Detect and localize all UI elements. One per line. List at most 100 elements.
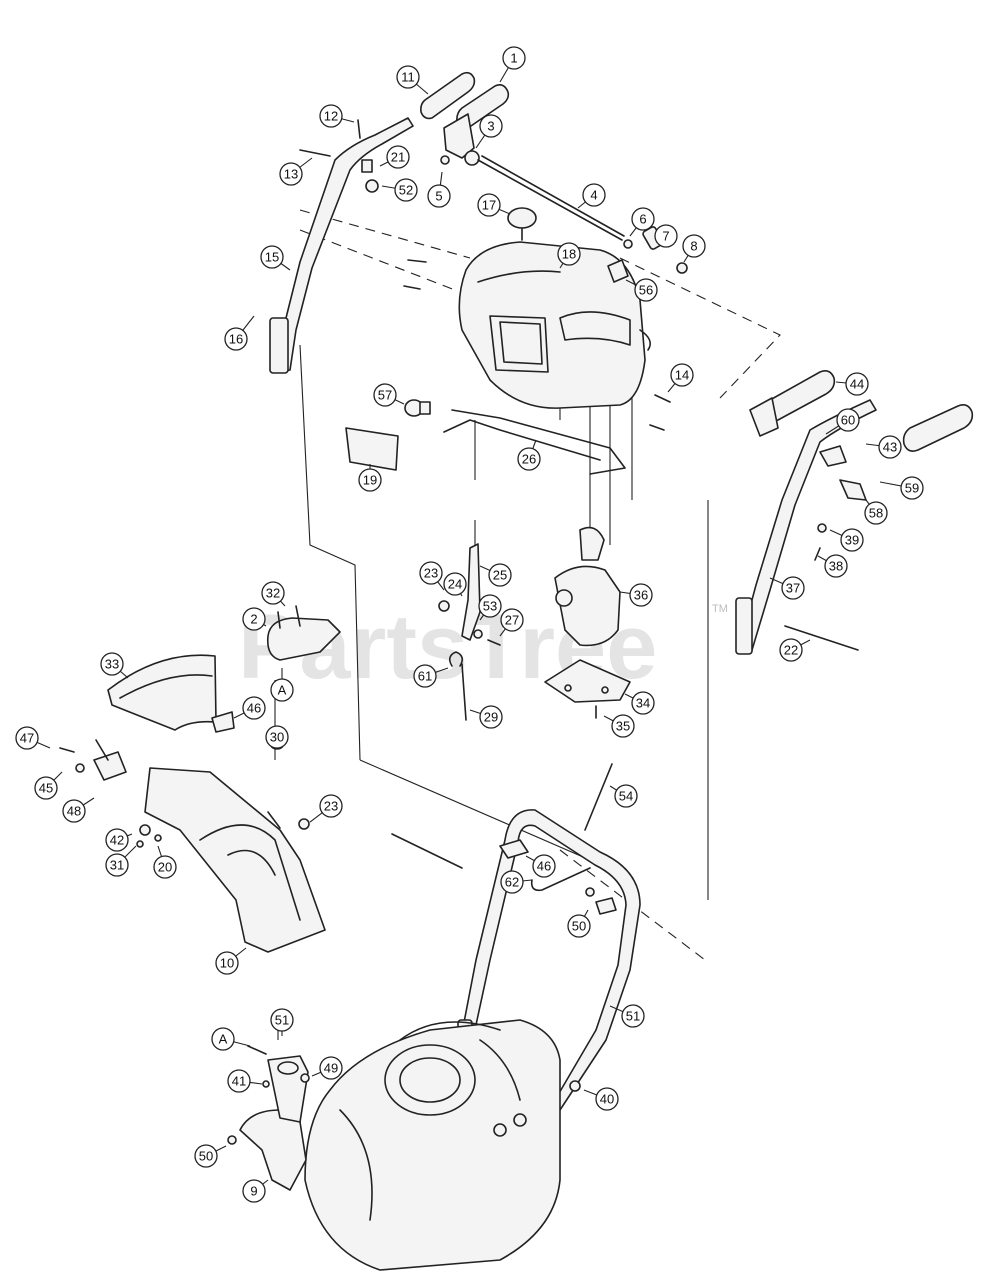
callout-number: 50 (199, 1149, 213, 1164)
callout-circle (500, 608, 524, 632)
callout-number: 22 (784, 643, 798, 658)
right-handle-grip-end (902, 404, 974, 452)
callout-47: 47 (15, 726, 51, 750)
trigger-parts (814, 445, 867, 561)
callout-circle (105, 828, 129, 852)
callout-58: 58 (864, 499, 888, 525)
bracket-34 (544, 659, 631, 719)
callout-9: 9 (242, 1179, 269, 1203)
callout-circle (413, 664, 437, 688)
callout-51: 51 (609, 1004, 645, 1028)
callout-circle (631, 691, 655, 715)
callout-number: 25 (493, 568, 507, 583)
callout-number: 15 (265, 250, 279, 265)
callout-12: 12 (319, 104, 355, 128)
callout-number: A (278, 683, 287, 698)
callout-number: 38 (829, 559, 843, 574)
callout-30: 30 (265, 725, 289, 749)
callout-circle (567, 914, 591, 938)
callout-number: 52 (399, 183, 413, 198)
callout-53: 53 (478, 594, 502, 621)
callout-circle (557, 242, 581, 266)
callout-A: A (270, 678, 294, 702)
callout-number: 48 (67, 804, 81, 819)
chute-control-36 (554, 526, 621, 647)
callout-circle (779, 638, 803, 662)
callout-circle (781, 576, 805, 600)
callout-45: 45 (34, 771, 63, 800)
callout-35: 35 (603, 714, 635, 738)
callout-number: 56 (639, 283, 653, 298)
callout-46: 46 (525, 854, 556, 878)
callout-circle (840, 528, 864, 552)
callout-number: 14 (675, 368, 689, 383)
callout-circle (878, 435, 902, 459)
callout-17: 17 (477, 193, 511, 217)
callout-number: 30 (270, 730, 284, 745)
callout-50: 50 (194, 1144, 227, 1168)
deflector-33 (107, 654, 217, 731)
callout-circle (15, 726, 39, 750)
callout-number: 8 (690, 239, 697, 254)
callout-number: 59 (905, 481, 919, 496)
chute-side-parts (59, 711, 310, 848)
handle-frame-small-parts (499, 839, 617, 1092)
callout-number: 43 (883, 440, 897, 455)
callout-38: 38 (817, 554, 848, 578)
callout-46: 46 (233, 696, 266, 720)
callout-31: 31 (105, 845, 137, 877)
callout-32: 32 (261, 581, 286, 607)
callout-circle (631, 207, 655, 231)
callout-52: 52 (381, 178, 418, 202)
callout-number: 46 (247, 701, 261, 716)
callout-circle (242, 696, 266, 720)
callout-number: 37 (786, 581, 800, 596)
callout-8: 8 (682, 234, 706, 263)
screw-14 (649, 394, 671, 431)
callout-number: 18 (562, 247, 576, 262)
callout-circle (279, 162, 303, 186)
callout-circle (358, 468, 382, 492)
callout-5: 5 (427, 171, 451, 208)
callout-number: 10 (220, 956, 234, 971)
callout-circle (478, 594, 502, 618)
callout-number: 17 (482, 198, 496, 213)
callout-50: 50 (567, 909, 591, 938)
callout-circle (845, 372, 869, 396)
callout-number: 4 (590, 188, 597, 203)
callout-23: 23 (419, 561, 445, 591)
dash-panel (458, 241, 651, 409)
callout-4: 4 (577, 183, 606, 209)
callout-42: 42 (105, 828, 133, 852)
callout-circle (265, 725, 289, 749)
callout-40: 40 (583, 1087, 619, 1111)
callout-14: 14 (667, 363, 694, 393)
callout-number: 47 (20, 731, 34, 746)
callout-3: 3 (475, 114, 503, 149)
callout-41: 41 (227, 1069, 263, 1093)
callout-circle (500, 870, 524, 894)
callout-number: 23 (324, 799, 338, 814)
callout-number: 57 (378, 388, 392, 403)
callout-circle (215, 951, 239, 975)
callout-circle (396, 65, 420, 89)
callout-circle (479, 705, 503, 729)
callout-circle (419, 561, 443, 585)
callout-24: 24 (443, 572, 467, 597)
plate-25 (438, 543, 501, 721)
callout-number: 51 (275, 1013, 289, 1028)
callout-circle (153, 855, 177, 879)
callout-circle (386, 145, 410, 169)
callout-number: 6 (639, 212, 646, 227)
callout-circle (517, 447, 541, 471)
left-handle-grip (420, 71, 476, 120)
callout-23: 23 (309, 794, 343, 823)
callout-number: 19 (363, 473, 377, 488)
callout-circle (479, 114, 503, 138)
callout-circle (319, 1056, 343, 1080)
callout-34: 34 (624, 691, 655, 715)
callout-number: 32 (266, 586, 280, 601)
callout-circle (427, 184, 451, 208)
callout-number: 21 (391, 150, 405, 165)
callout-circle (654, 224, 678, 248)
